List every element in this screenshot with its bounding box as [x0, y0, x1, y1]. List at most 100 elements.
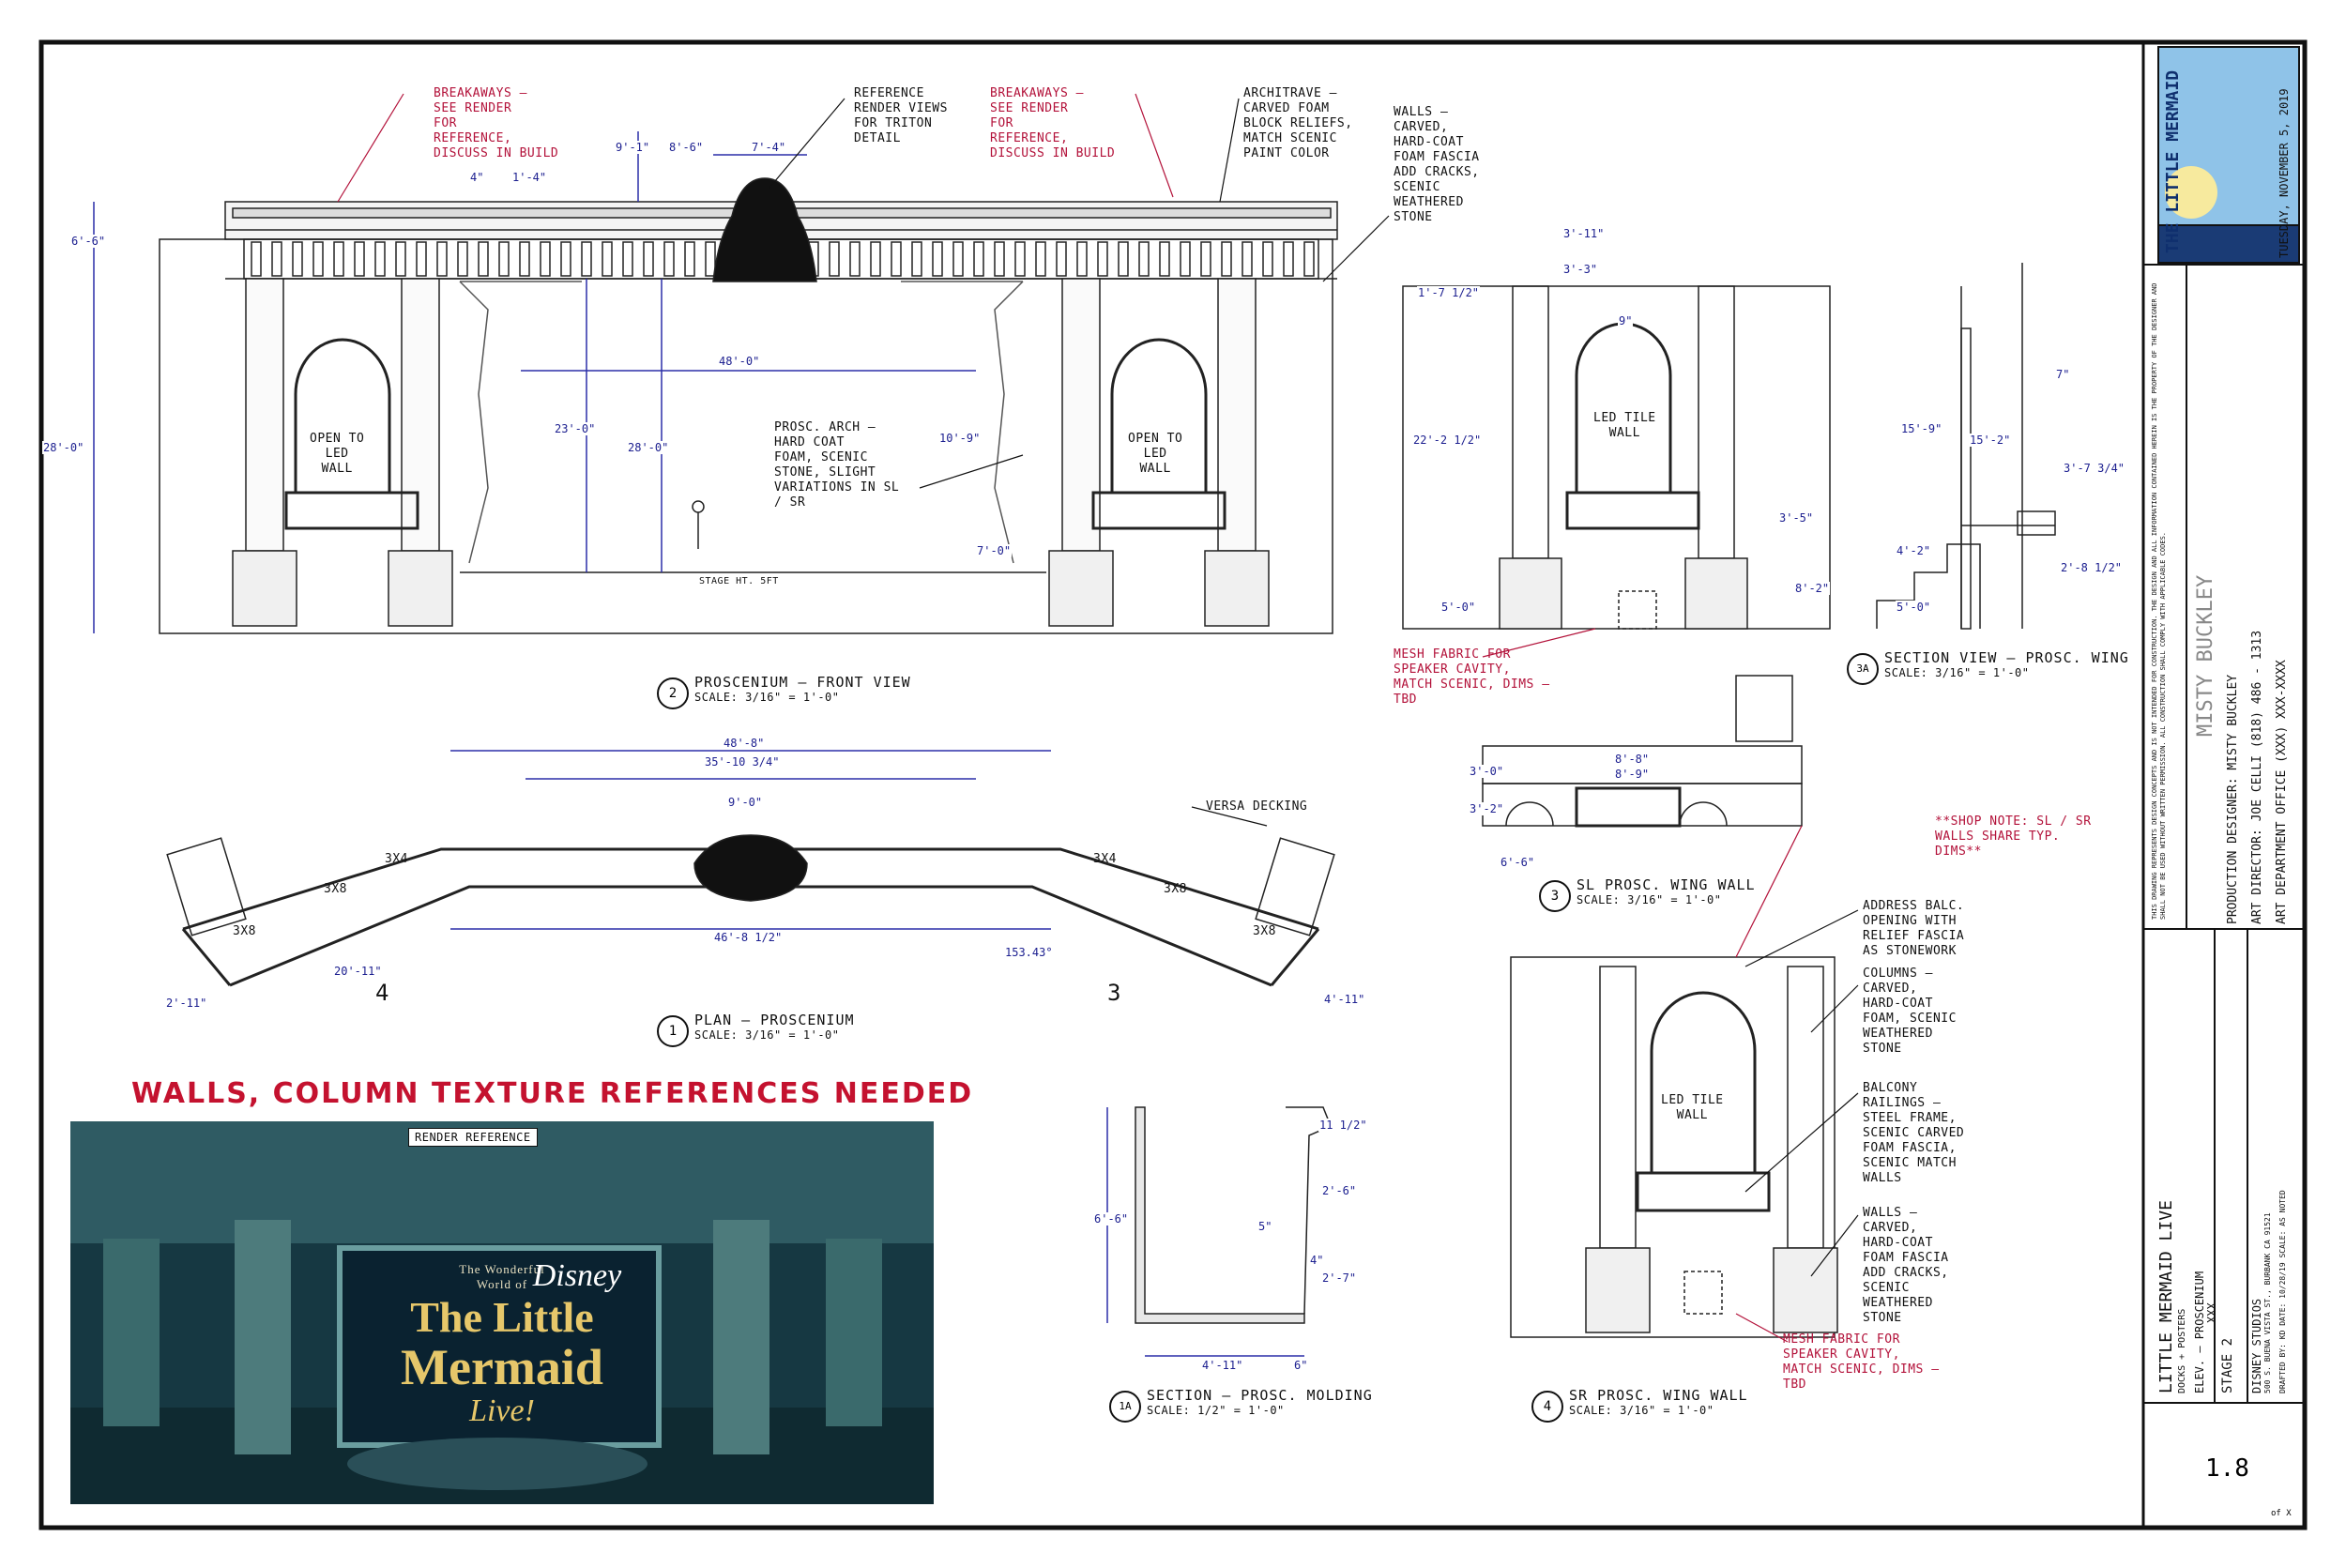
dim-d9-1: 9'-1"	[615, 141, 651, 154]
note-prosc-arch: Prosc. Arch – hard coat foam, scenic sto…	[774, 420, 900, 510]
plan-label-h: 3	[1107, 980, 1121, 1006]
view-badge-sr-wing: 4	[1531, 1391, 1563, 1423]
sl-wing-elevation	[1402, 285, 1831, 630]
note-architrave: Architrave – carved foam block reliefs, …	[1243, 86, 1353, 160]
dim-d5in: 5"	[1257, 1220, 1273, 1233]
note-address-balcony: Address balc. opening with relief fascia…	[1863, 899, 1965, 958]
note-versa-decking: Versa Decking	[1206, 799, 1308, 814]
molding-section	[1106, 1106, 1332, 1357]
tb-xxx: XXX	[2205, 1302, 2218, 1323]
tb-address: 500 S. Buena Vista St., Burbank CA 91521	[2263, 1212, 2272, 1393]
dim-d1-4: 1'-4"	[511, 171, 548, 184]
tb-sheet-title: Elev. – Proscenium	[2193, 1271, 2206, 1393]
tb-studio: Disney Studios	[2250, 1298, 2263, 1393]
dim-d22-2: 22'-2 1/2"	[1412, 434, 1483, 447]
view-title-front: Proscenium – Front ViewScale: 3/16" = 1'…	[694, 674, 911, 704]
tb-sheet-number: 1.8	[2205, 1454, 2249, 1483]
view-scale-plan: Scale: 3/16" = 1'-0"	[694, 1028, 840, 1042]
plan-label-g: 4	[375, 980, 389, 1006]
sr-wing-elevation	[1510, 956, 1838, 1338]
note-open-led-right: Open to LED wall	[1128, 432, 1183, 476]
dim-d3-2: 3'-2"	[1469, 802, 1505, 815]
dim-d5-0b: 5'-0"	[1896, 601, 1932, 614]
dim-d15-2: 15'-2"	[1969, 434, 2012, 447]
dim-d15-9: 15'-9"	[1900, 422, 1943, 435]
view-scale-sr-wing: Scale: 3/16" = 1'-0"	[1569, 1404, 1714, 1417]
dim-d4in: 4"	[1309, 1254, 1325, 1267]
dim-d8-6: 8'-6"	[668, 141, 705, 154]
dim-d4-11: 4'-11"	[1323, 993, 1366, 1006]
tb-designer-name: Misty Buckley	[2194, 574, 2217, 737]
plan-label-d: 3x4	[1093, 852, 1117, 866]
render-logo-title3: Live!	[469, 1393, 535, 1428]
view-title-plan: Plan – ProsceniumScale: 3/16" = 1'-0"	[694, 1012, 855, 1042]
plan-label-b: 3x8	[324, 882, 347, 896]
render-logo-title1: The Little	[410, 1293, 594, 1341]
tb-piece: Docks + Posters	[2177, 1308, 2187, 1393]
view-title-molding-text: Section – Prosc. Molding	[1147, 1387, 1373, 1404]
plan-label-c: 3x4	[385, 852, 408, 866]
dim-d3-0: 3'-0"	[1469, 765, 1505, 778]
tb-location: Stage 2	[2220, 1337, 2235, 1393]
dim-d1-7: 1'-7 1/2"	[1417, 286, 1481, 299]
view-title-sr-wing-text: SR Prosc. Wing Wall	[1569, 1387, 1748, 1404]
dim-d9-0: 9'-0"	[727, 796, 764, 809]
dim-d2-6: 2'-6"	[1321, 1184, 1358, 1197]
render-reference-label: Render Reference	[408, 1128, 538, 1147]
dim-d35-10: 35'-10 3/4"	[704, 755, 781, 769]
dim-d2-7: 2'-7"	[1321, 1271, 1358, 1285]
dim-d9in: 9"	[1618, 314, 1634, 327]
note-walls-bottom: Walls – carved, hard-coat foam fascia ad…	[1863, 1206, 1949, 1325]
note-walls-top: Walls – carved, hard-coat foam fascia ad…	[1394, 105, 1480, 224]
plan-view-drawing	[166, 750, 1335, 987]
dim-d8-2: 8'-2"	[1794, 582, 1831, 595]
render-logo-brand: Disney	[532, 1258, 622, 1293]
title-block	[2143, 46, 2305, 1404]
plan-label-f: 3x8	[1253, 924, 1276, 938]
dim-d48-8: 48'-8"	[723, 737, 766, 750]
view-title-sr-wing: SR Prosc. Wing WallScale: 3/16" = 1'-0"	[1569, 1387, 1748, 1417]
plan-label-a: 3x8	[233, 924, 256, 938]
tb-production-designer: Production Designer: Misty Buckley	[2226, 674, 2240, 924]
dim-d3-3: 3'-3"	[1562, 263, 1599, 276]
view-title-molding: Section – Prosc. MoldingScale: 1/2" = 1'…	[1147, 1387, 1373, 1417]
dim-d48-0: 48'-0"	[718, 355, 761, 368]
dim-d28-0: 28'-0"	[42, 441, 85, 454]
note-reference-render: Reference render views for Triton detail	[854, 86, 948, 145]
view-scale-sl-wing: Scale: 3/16" = 1'-0"	[1577, 893, 1722, 906]
dim-d11-5: 11 1/2"	[1318, 1119, 1368, 1132]
view-badge-molding: 1A	[1109, 1391, 1141, 1423]
dim-d5-0: 5'-0"	[1440, 601, 1477, 614]
render-logo-line2: World of	[476, 1277, 528, 1291]
dim-d8-8: 8'-8"	[1614, 753, 1651, 766]
dim-d2-11: 2'-11"	[165, 997, 208, 1010]
dim-d7-0: 7'-0"	[976, 544, 1013, 557]
dim-d6-6: 6'-6"	[70, 235, 107, 248]
dim-d10-9: 10'-9"	[938, 432, 982, 445]
view-title-plan-text: Plan – Proscenium	[694, 1012, 855, 1028]
plan-label-e: 3x8	[1164, 882, 1187, 896]
dim-d4: 4"	[469, 171, 485, 184]
view-badge-plan: 1	[657, 1015, 689, 1047]
view-title-front-text: Proscenium – Front View	[694, 674, 911, 691]
tb-date: Tuesday, November 5, 2019	[2277, 88, 2291, 258]
render-logo-title2: Mermaid	[401, 1339, 603, 1395]
dim-d20-11: 20'-11"	[333, 965, 383, 978]
tb-art-director: Art Director: Joe Celli (818) 486 - 1313	[2250, 630, 2264, 924]
dim-d2-8: 2'-8 1/2"	[2060, 561, 2124, 574]
view-title-section-text: Section View – Prosc. Wing	[1884, 649, 2129, 666]
note-led-tile-sr: LED tile wall	[1661, 1093, 1724, 1122]
note-mesh-fabric-sr: Mesh fabric for speaker cavity, match sc…	[1783, 1332, 1940, 1392]
dim-d6in: 6"	[1293, 1359, 1309, 1372]
dim-d6-6c: 6'-6"	[1093, 1212, 1130, 1225]
note-mesh-fabric-sl: Mesh fabric for speaker cavity, match sc…	[1394, 647, 1550, 707]
dim-d28-0b: 28'-0"	[627, 441, 670, 454]
view-badge-section: 3A	[1847, 653, 1879, 685]
section-view-drawing	[1876, 263, 2056, 630]
view-title-sl-wing: SL Prosc. Wing WallScale: 3/16" = 1'-0"	[1577, 876, 1756, 906]
tb-art-dept: Art Department Office (xxx) xxx-xxxx	[2275, 660, 2289, 924]
dim-d4-11b: 4'-11"	[1201, 1359, 1244, 1372]
dim-d8-9: 8'-9"	[1614, 768, 1651, 781]
dim-d23-0: 23'-0"	[554, 422, 597, 435]
